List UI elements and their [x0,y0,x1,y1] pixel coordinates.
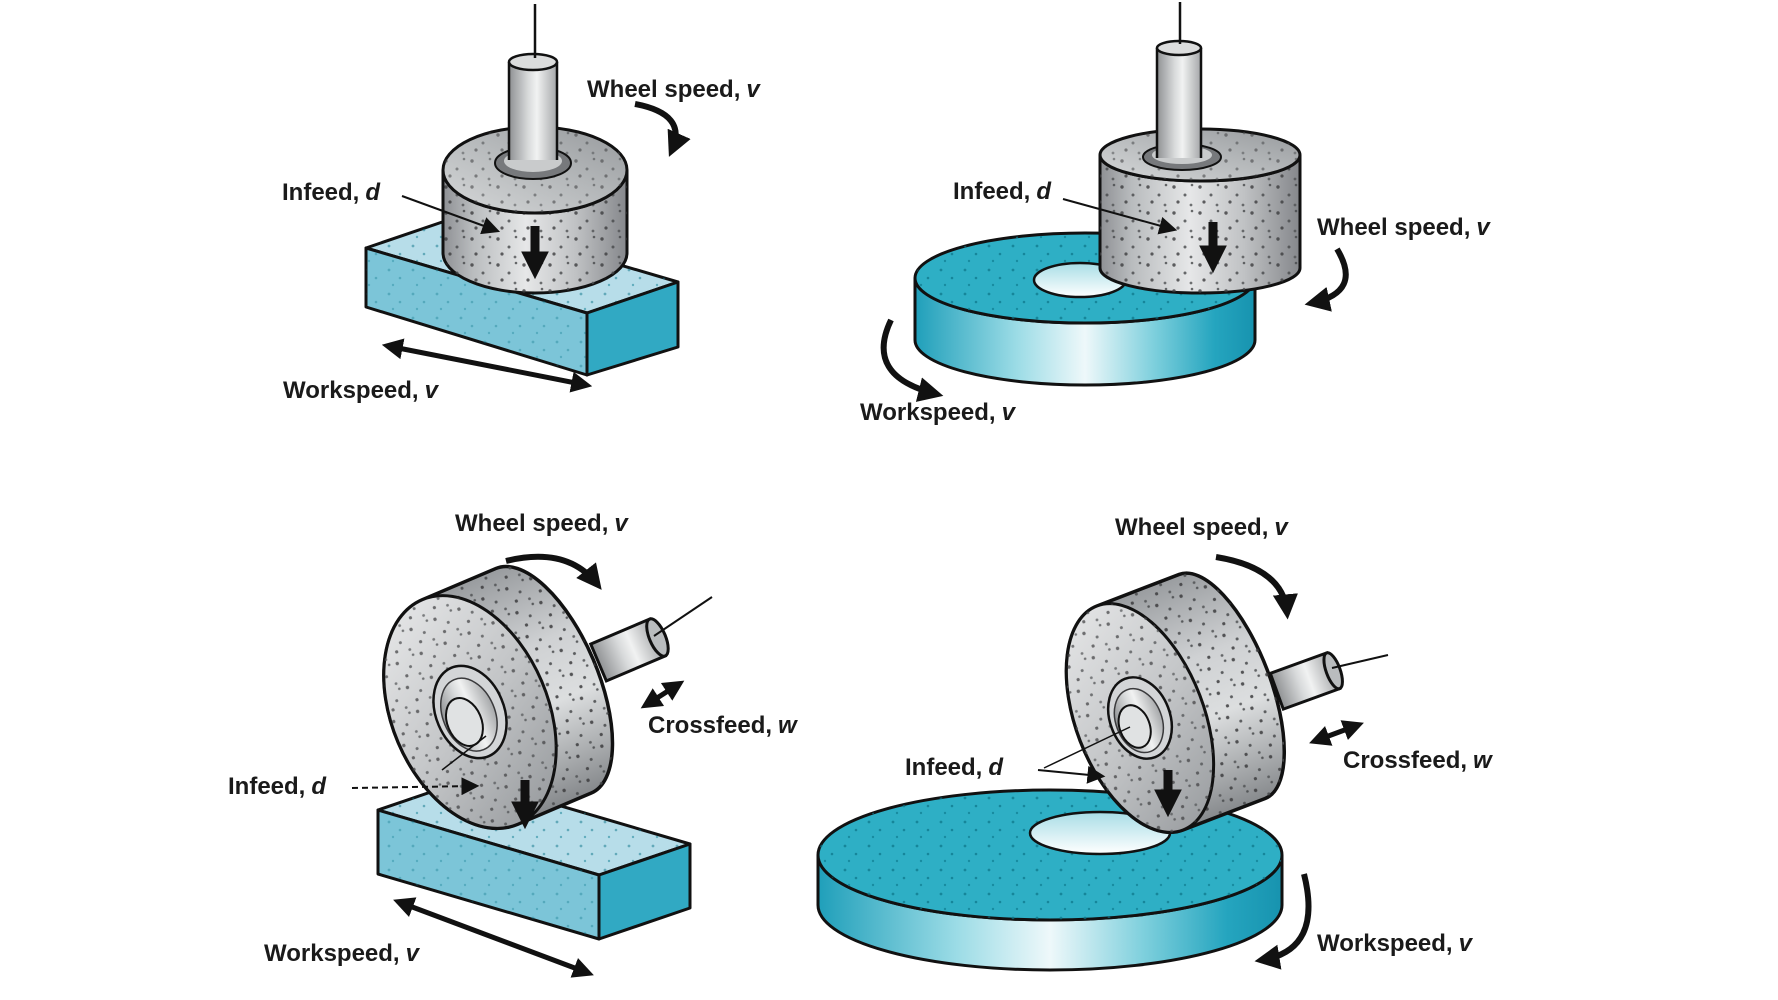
hub-leader-line [441,735,487,771]
label-wheel-speed: Wheel speed,v [587,76,761,103]
label-infeed: Infeed,d [905,754,1004,781]
wheel-speed-arrow [505,553,602,590]
workspeed-arrow [381,338,593,393]
infeed-leader-arrow [1037,765,1106,784]
infeed-leader-arrow [1062,198,1178,235]
label-crossfeed: Crossfeed,w [1343,747,1493,774]
diagram-horizontal-spindle-block: Wheel speed,v Crossfeed,w Infeed,d Works… [228,510,798,978]
spindle-axis-line [1331,654,1389,669]
spindle-axis-line [653,596,713,637]
wheel-hub [1106,676,1174,760]
wheel-hub [432,664,508,760]
wheel-speed-arrow [634,101,691,157]
wheel-speed-arrow [1215,554,1298,620]
crossfeed-arrow [1309,720,1364,746]
infeed-leader-arrow [401,195,501,235]
crossfeed-arrow [640,680,685,709]
label-workspeed: Workspeed,v [283,377,440,404]
hub-leader-line [1043,726,1131,769]
diagram-vertical-spindle-rotary-table: Infeed,d Wheel speed,v Workspeed,v [860,2,1491,426]
wheel-spindle [1155,2,1203,158]
spindle-stub [588,617,670,683]
label-wheel-speed: Wheel speed,v [1317,214,1491,241]
label-workspeed: Workspeed,v [264,940,421,967]
infeed-leader-arrow [351,777,480,796]
label-wheel-speed: Wheel speed,v [1115,514,1289,541]
label-workspeed: Workspeed,v [1317,930,1474,957]
workspeed-arrow [880,318,944,402]
label-wheel-speed: Wheel speed,v [455,510,629,537]
diagram-horizontal-spindle-rotary-table: Wheel speed,v Infeed,d Crossfeed,w Works… [816,514,1493,972]
label-workspeed: Workspeed,v [860,399,1017,426]
label-infeed: Infeed,d [282,179,381,206]
spindle-stub [1268,650,1344,712]
workspeed-arrow [393,897,594,978]
grinding-wheel [382,564,615,831]
label-infeed: Infeed,d [953,178,1052,205]
label-infeed: Infeed,d [228,773,327,800]
wheel-speed-arrow [1304,247,1349,312]
wheel-spindle [507,4,559,160]
diagram-vertical-spindle-block: Wheel speed,v Infeed,d Workspeed,v [282,4,761,404]
label-crossfeed: Crossfeed,w [648,712,798,739]
workspeed-arrow [1254,873,1312,970]
